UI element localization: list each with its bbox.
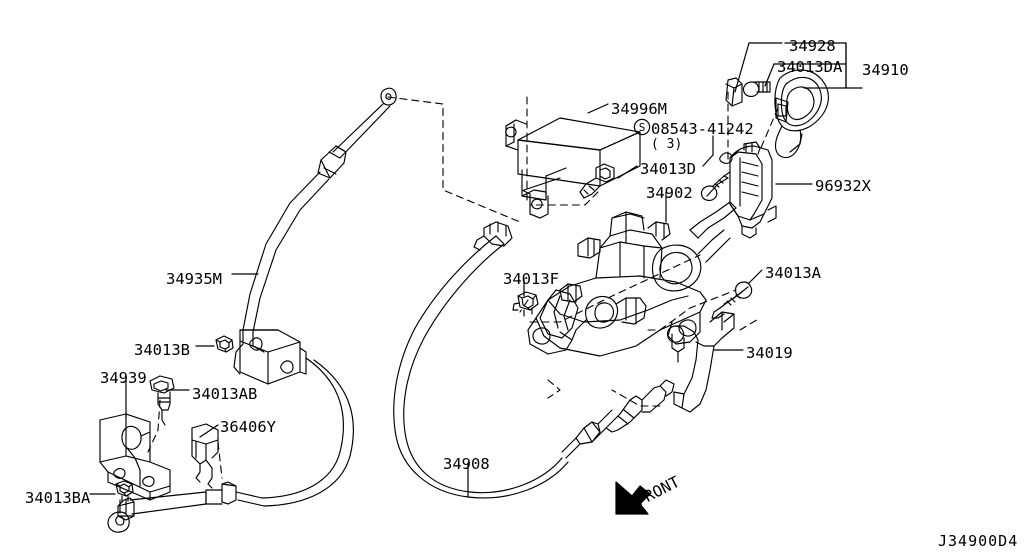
front-arrow-icon <box>615 481 651 515</box>
callout-34013ba: 34013BA <box>25 489 91 507</box>
callout-34910: 34910 <box>862 61 909 79</box>
callout-34928: 34928 <box>789 37 836 55</box>
bolt-34013a <box>711 281 753 319</box>
control-cable-34935m-lower <box>107 357 354 533</box>
knob-button-34928 <box>725 77 743 107</box>
control-device-34902 <box>527 201 737 357</box>
finisher-96932x <box>719 141 777 239</box>
callout-34013f: 34013F <box>503 270 559 288</box>
bracket-34939 <box>99 413 171 501</box>
callout-34019: 34019 <box>746 344 793 362</box>
shift-knob-34910 <box>774 69 829 159</box>
lever-34019 <box>666 311 735 413</box>
callout-34939: 34939 <box>100 369 147 387</box>
callout-96932x: 96932X <box>815 177 871 195</box>
callout-36406y: 36406Y <box>220 418 276 436</box>
rod-assembly-34935m <box>233 87 397 385</box>
svg-text:S: S <box>639 121 646 134</box>
callout-34013a: 34013A <box>765 264 821 282</box>
control-cable-34908 <box>393 221 675 499</box>
screw-08543-41242 <box>700 171 731 202</box>
clamp-36406y <box>191 423 219 489</box>
control-unit-34996m <box>505 117 641 219</box>
bolt-34013ab <box>149 375 175 426</box>
assembly-dashed-lines <box>147 91 779 479</box>
circled-s-symbol: S <box>633 118 651 136</box>
nut-34013ba <box>115 480 134 503</box>
screw-34013da <box>742 81 771 98</box>
callout-34908: 34908 <box>443 455 490 473</box>
callout-34013d: 34013D <box>640 160 696 178</box>
callout-34996m: 34996M <box>611 100 667 118</box>
nut-34013f <box>512 291 539 317</box>
callout-34902: 34902 <box>646 184 693 202</box>
screw-34013d <box>579 163 615 199</box>
callout-34013b: 34013B <box>134 341 190 359</box>
callout-08543-41242: 08543-41242 <box>651 120 754 138</box>
nut-34013b <box>215 335 234 353</box>
callout-08543-qty: ( 3) <box>651 137 683 152</box>
callout-34935m: 34935M <box>166 270 222 288</box>
diagram-id-code: J34900D4 <box>938 532 1019 550</box>
callout-34013ab: 34013AB <box>192 385 258 403</box>
callout-34013da: 34013DA <box>777 58 843 76</box>
